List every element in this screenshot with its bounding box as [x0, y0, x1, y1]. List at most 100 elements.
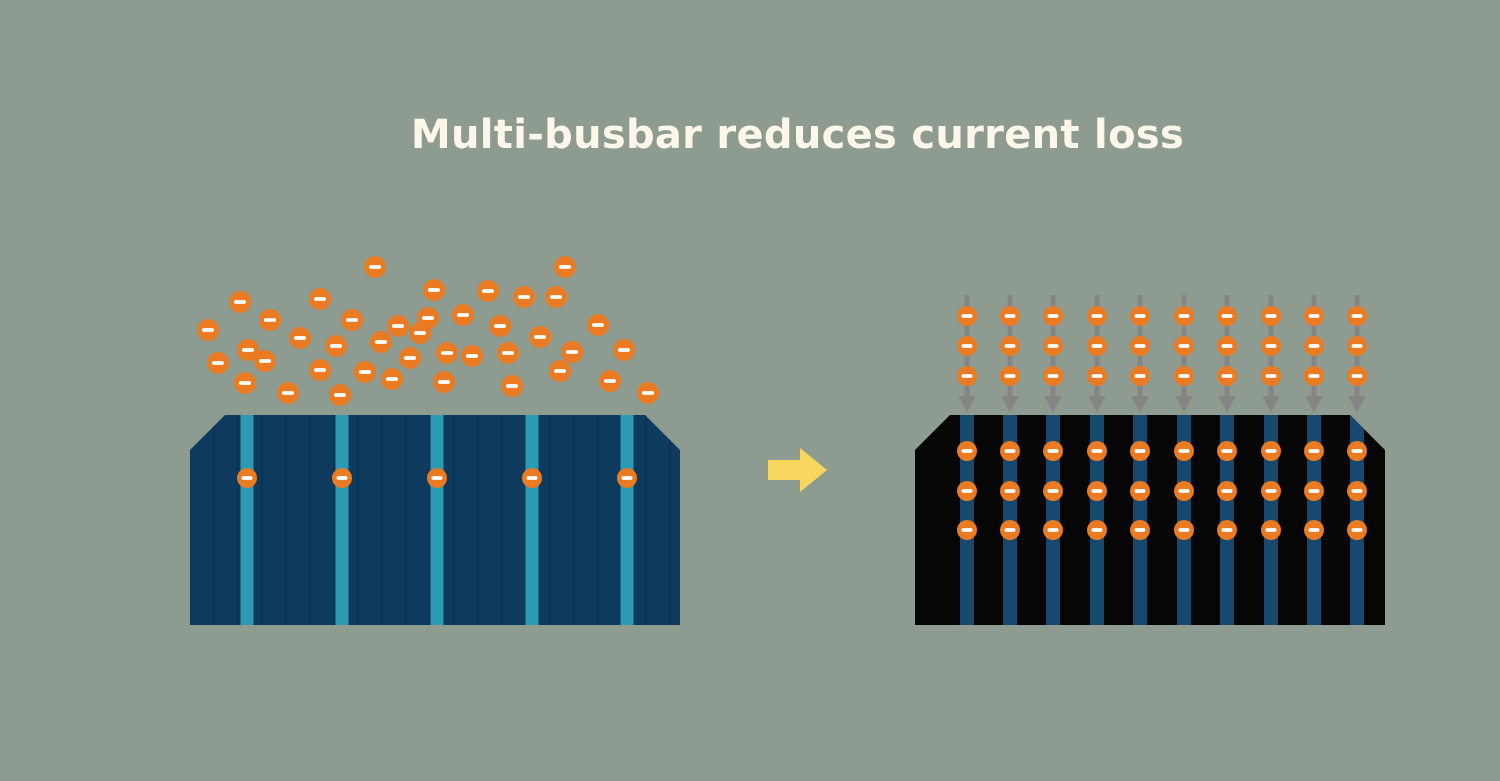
minus-icon: [603, 379, 617, 383]
scattered-electrons: [197, 256, 659, 406]
finger-line: [405, 415, 407, 625]
finger-line: [429, 415, 431, 625]
down-arrowhead-icon: [1001, 396, 1019, 412]
electron: [1217, 520, 1237, 540]
minus-icon: [329, 344, 343, 348]
minus-icon: [501, 351, 515, 355]
minus-icon: [421, 316, 435, 320]
electron-flow-columns: [957, 295, 1367, 412]
minus-icon: [313, 297, 327, 301]
minus-icon: [1351, 528, 1363, 532]
electron: [1000, 366, 1020, 386]
electron: [1217, 336, 1237, 356]
down-arrowhead-icon: [1044, 396, 1062, 412]
minus-icon: [1134, 374, 1146, 378]
minus-icon: [961, 528, 973, 532]
electron: [452, 304, 474, 326]
electron: [433, 371, 455, 393]
electron: [1261, 306, 1281, 326]
electron: [1174, 520, 1194, 540]
electron: [957, 520, 977, 540]
minus-icon: [1004, 374, 1016, 378]
down-arrowhead-icon: [958, 396, 976, 412]
minus-icon: [558, 265, 572, 269]
minus-icon: [533, 335, 547, 339]
minus-icon: [1308, 528, 1320, 532]
finger-line: [597, 415, 599, 625]
busbar: [620, 415, 634, 625]
minus-icon: [241, 348, 255, 352]
finger-line: [309, 415, 311, 625]
electron: [561, 341, 583, 363]
electron: [1087, 306, 1107, 326]
electron: [1087, 366, 1107, 386]
minus-icon: [1091, 489, 1103, 493]
minus-icon: [456, 313, 470, 317]
finger-line: [573, 415, 575, 625]
down-arrowhead-icon: [1088, 396, 1106, 412]
minus-icon: [374, 340, 388, 344]
flow-column: [1130, 295, 1150, 412]
down-arrowhead-icon: [1218, 396, 1236, 412]
electron: [1087, 336, 1107, 356]
electron: [381, 368, 403, 390]
down-arrowhead-icon: [1131, 396, 1149, 412]
right-arrow-icon: [768, 448, 827, 492]
minus-icon: [263, 318, 277, 322]
finger-line: [477, 415, 479, 625]
electron: [501, 375, 523, 397]
electron: [1347, 520, 1367, 540]
minus-icon: [1047, 344, 1059, 348]
minus-icon: [1047, 374, 1059, 378]
flow-column: [957, 295, 977, 412]
electron: [325, 335, 347, 357]
electron: [364, 256, 386, 278]
electron: [229, 291, 251, 313]
electron: [489, 315, 511, 337]
electron: [1043, 520, 1063, 540]
finger-line: [285, 415, 287, 625]
electron: [1000, 520, 1020, 540]
minus-icon: [961, 489, 973, 493]
electron: [399, 347, 421, 369]
electron: [1347, 481, 1367, 501]
minus-icon: [1265, 528, 1277, 532]
minus-icon: [413, 331, 427, 335]
electron: [237, 468, 257, 488]
flow-column: [1304, 295, 1324, 412]
electron: [234, 372, 256, 394]
minus-icon: [1308, 489, 1320, 493]
finger-line: [333, 415, 335, 625]
electron: [237, 339, 259, 361]
minus-icon: [358, 370, 372, 374]
minus-icon: [345, 318, 359, 322]
finger-line: [453, 415, 455, 625]
minus-icon: [961, 374, 973, 378]
electron: [1000, 306, 1020, 326]
minus-icon: [1221, 314, 1233, 318]
flow-column: [1087, 295, 1107, 412]
minus-icon: [437, 380, 451, 384]
minus-icon: [1308, 374, 1320, 378]
electron: [1087, 520, 1107, 540]
minus-icon: [481, 289, 495, 293]
electron: [1174, 336, 1194, 356]
minus-icon: [641, 391, 655, 395]
multi-busbar-cell: [915, 415, 1385, 625]
finger-line: [501, 415, 503, 625]
electron: [545, 286, 567, 308]
electron: [529, 326, 551, 348]
minus-icon: [526, 476, 538, 480]
minus-icon: [961, 314, 973, 318]
electron: [1347, 366, 1367, 386]
minus-icon: [621, 476, 633, 480]
minus-icon: [238, 381, 252, 385]
minus-icon: [431, 476, 443, 480]
flow-column: [1261, 295, 1281, 412]
finger-line: [549, 415, 551, 625]
minus-icon: [1308, 449, 1320, 453]
minus-icon: [1134, 314, 1146, 318]
electron: [554, 256, 576, 278]
electron: [1130, 441, 1150, 461]
electron: [613, 339, 635, 361]
